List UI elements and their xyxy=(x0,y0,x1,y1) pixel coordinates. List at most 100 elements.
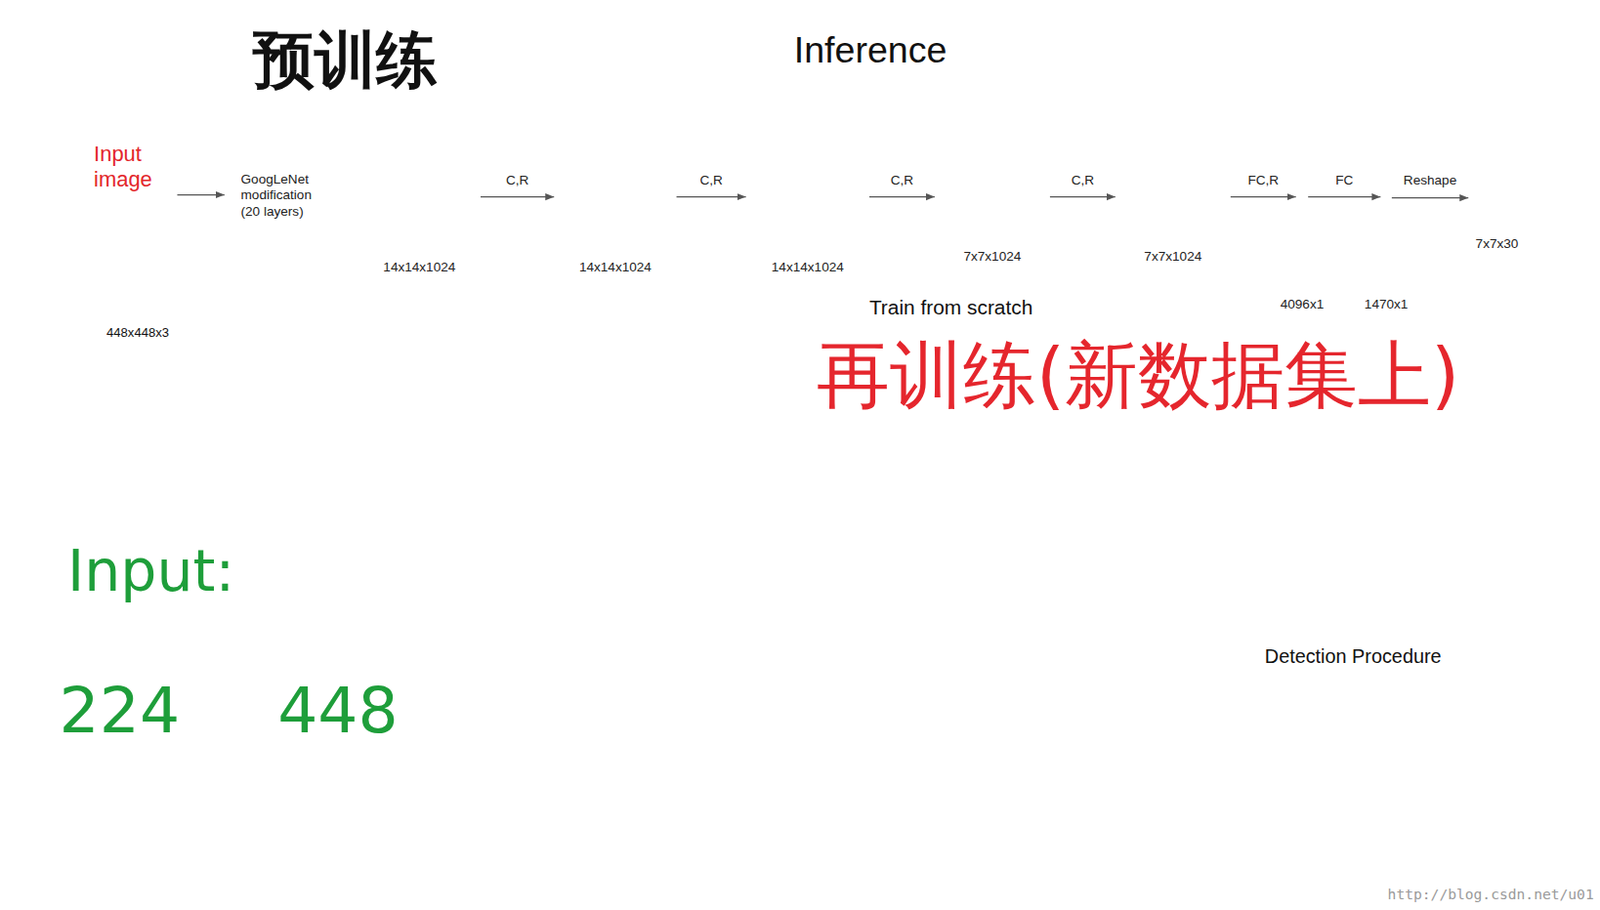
handwritten-note: 224 xyxy=(59,679,181,744)
feature-map-cuboid: 14x14x1024 xyxy=(553,158,676,241)
input-image-slab: Input image xyxy=(91,36,177,300)
text-slot: Detection Procedure xyxy=(1264,647,1442,668)
cuboid-front xyxy=(953,185,1051,229)
cuboid-side xyxy=(1115,167,1135,229)
text-slot: GoogLeNet modification (20 layers) xyxy=(241,171,334,220)
cuboid-side xyxy=(553,158,577,241)
arrow-connector xyxy=(676,196,747,198)
edge-label: Reshape xyxy=(1401,173,1459,188)
trapezoid-outline xyxy=(224,130,340,262)
feature-map-cuboid-shape xyxy=(358,156,481,241)
arrow-connector xyxy=(176,194,224,196)
node-label: Input image xyxy=(93,141,171,194)
node-label: 7x7x30 xyxy=(1475,237,1519,252)
node-label: 14x14x1024 xyxy=(771,260,844,275)
text-slot: 7x7x1024 xyxy=(963,247,1021,265)
text-slot: 224 xyxy=(59,679,181,744)
text-slot: 7x7x30 xyxy=(1475,234,1519,253)
edge-label: C,R xyxy=(699,173,722,188)
handwritten-note: Input: xyxy=(67,543,235,601)
text-slot: 7x7x1024 xyxy=(1143,247,1202,265)
dimension-label: 448x448x3 xyxy=(106,326,169,339)
cuboid-front xyxy=(1134,185,1231,229)
cuboid-top xyxy=(1468,181,1526,190)
text-slot: http://blog.csdn.net/u01 xyxy=(1388,885,1595,904)
feature-map-cuboid: 7x7x1024 xyxy=(934,167,1051,229)
node-label: GoogLeNet modification (20 layers) xyxy=(241,171,334,220)
text-slot: 1470x1 xyxy=(1364,294,1409,313)
detection-photo xyxy=(584,437,1064,885)
handwritten-arrow xyxy=(302,98,341,154)
feature-map-cuboid: 14x14x1024 xyxy=(746,158,870,241)
text-slot: Train from scratch xyxy=(869,297,1033,319)
photo-frame xyxy=(611,455,1043,888)
text-slot: 448x448x3 xyxy=(106,323,169,341)
arrow-connector xyxy=(1050,196,1116,198)
slab-side xyxy=(91,36,100,238)
text-slot: Inference xyxy=(794,32,948,70)
detection-procedure-line xyxy=(1049,204,1572,674)
text-slot: C,R xyxy=(699,170,722,189)
fc-layer-bar-shape xyxy=(1296,120,1309,278)
text-slot: FC,R xyxy=(1247,170,1279,189)
cuboid-top xyxy=(358,156,481,179)
handwritten-note: 448 xyxy=(277,679,399,744)
handwritten-note: 预训练 xyxy=(252,30,438,92)
edge-label: C,R xyxy=(1071,173,1095,188)
feature-map-cuboid: 14x14x1024 xyxy=(358,156,481,241)
bar-outline xyxy=(1296,121,1308,278)
text-slot: 14x14x1024 xyxy=(579,257,652,276)
cuboid-front xyxy=(380,178,481,241)
cuboid-front xyxy=(576,180,676,241)
detection-box xyxy=(615,613,773,849)
edge-label: C,R xyxy=(890,173,914,188)
text-slot: 预训练 xyxy=(252,30,438,92)
feature-map-cuboid: 7x7x1024 xyxy=(1115,167,1231,229)
watermark: http://blog.csdn.net/u01 xyxy=(1388,887,1595,903)
detection-box xyxy=(876,505,1024,592)
feature-map-cuboid-shape xyxy=(746,158,870,241)
bar-outline xyxy=(1381,121,1391,278)
text-slot: 448 xyxy=(277,679,399,744)
edge-label: FC,R xyxy=(1247,173,1279,188)
cuboid-side xyxy=(1468,181,1476,217)
node-label: 1470x1 xyxy=(1364,297,1409,312)
cuboid-side xyxy=(358,156,381,241)
text-slot: FC xyxy=(1335,170,1353,189)
node-label: Train from scratch xyxy=(869,297,1033,319)
cuboid-side xyxy=(746,158,769,241)
arrow-connector xyxy=(869,196,935,198)
band-outline xyxy=(487,99,1416,323)
fc-layer-bar: 1470x1 xyxy=(1380,120,1391,278)
text-slot: 再训练(新数据集上) xyxy=(816,338,1461,413)
node-label: 14x14x1024 xyxy=(579,260,652,275)
cuboid-front xyxy=(768,180,870,241)
train-from-scratch-band: 14x14x1024 14x14x1024 7x7x1024 7x7x1024 4096… xyxy=(486,98,1416,323)
node-label: 7x7x1024 xyxy=(1143,250,1202,264)
text-slot: C,R xyxy=(890,170,914,189)
train-from-scratch-band-shape xyxy=(486,98,1416,323)
node-label: 14x14x1024 xyxy=(382,260,456,275)
detection-box xyxy=(615,529,932,813)
feature-map-cuboid-shape xyxy=(1115,167,1231,229)
fc-layer-bar-shape xyxy=(1380,120,1391,278)
handwritten-arrow xyxy=(193,700,269,724)
cuboid-front xyxy=(1476,189,1526,216)
feature-map-cuboid-shape xyxy=(1468,181,1526,217)
text-slot: Reshape xyxy=(1401,170,1459,189)
procedure-label: Detection Procedure xyxy=(1264,647,1442,668)
googlenet-trapezoid: GoogLeNet modification (20 layers) xyxy=(224,130,340,262)
text-slot: Input image xyxy=(93,141,171,194)
text-slot: Input: xyxy=(67,543,235,601)
text-slot: 14x14x1024 xyxy=(382,257,456,276)
text-slot: 14x14x1024 xyxy=(771,257,844,276)
handwritten-circle xyxy=(78,302,197,356)
feature-map-cuboid-shape xyxy=(553,158,676,241)
fc-layer-bar: 4096x1 xyxy=(1296,120,1309,278)
feature-map-cuboid-shape xyxy=(934,167,1051,229)
